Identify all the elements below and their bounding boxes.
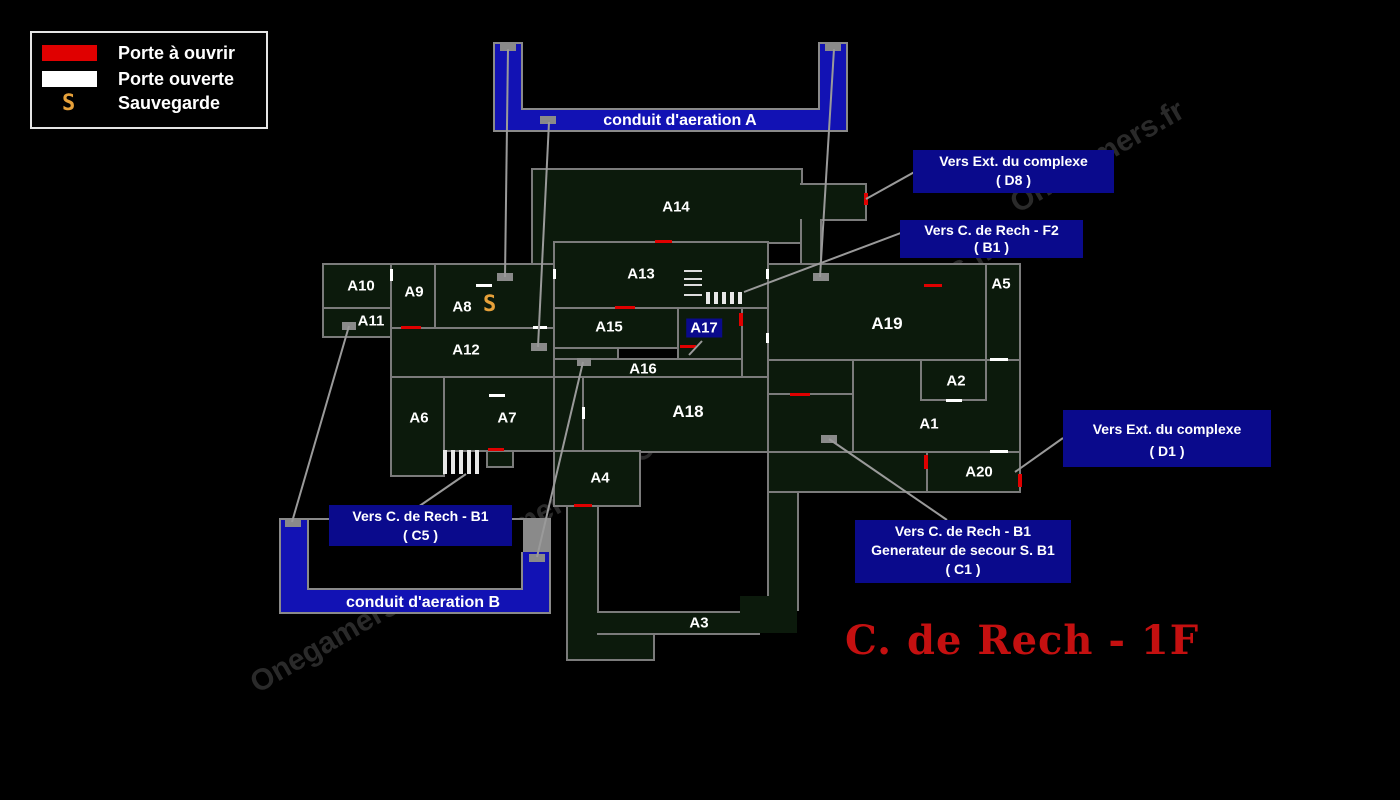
callout-line: ( D1 ) bbox=[1149, 443, 1185, 459]
locked-door[interactable] bbox=[790, 393, 810, 396]
callout-line: Vers C. de Rech - F2 bbox=[924, 222, 1059, 238]
room-label-a1: A1 bbox=[919, 415, 939, 433]
room-label-a9: A9 bbox=[404, 283, 424, 301]
room-label-a18: A18 bbox=[672, 402, 704, 421]
room-label-a13: A13 bbox=[627, 265, 655, 283]
room-label-a6: A6 bbox=[409, 409, 429, 427]
callout-line: ( B1 ) bbox=[974, 239, 1009, 255]
room-a2 bbox=[920, 359, 987, 401]
locked-door-swatch bbox=[42, 45, 97, 61]
vent-a-hatch bbox=[500, 43, 516, 51]
callout-line: Vers Ext. du complexe bbox=[939, 153, 1088, 169]
room-label-a2: A2 bbox=[946, 372, 966, 390]
legend-item-locked-door: Porte à ouvrir bbox=[40, 43, 260, 65]
room-a6 bbox=[390, 376, 445, 477]
room-label-a5: A5 bbox=[991, 275, 1011, 293]
locked-door[interactable] bbox=[739, 313, 743, 326]
open-door[interactable] bbox=[990, 358, 1008, 361]
locked-door[interactable] bbox=[924, 284, 942, 287]
open-door[interactable] bbox=[476, 284, 492, 287]
room-label-a15: A15 bbox=[595, 318, 623, 336]
vent-a-hatch bbox=[825, 43, 841, 51]
room-label-a19: A19 bbox=[871, 314, 903, 333]
room-label-a20: A20 bbox=[965, 463, 993, 481]
stairs-to-b1-c5[interactable] bbox=[441, 450, 481, 474]
room-label-a16: A16 bbox=[629, 360, 657, 378]
room-a5 bbox=[985, 263, 1021, 361]
open-door[interactable] bbox=[533, 326, 547, 329]
room-label-a12: A12 bbox=[452, 341, 480, 359]
room-a7-nook bbox=[486, 450, 514, 468]
legend-label: Porte à ouvrir bbox=[118, 43, 236, 63]
room-label-a7: A7 bbox=[497, 409, 517, 427]
room-a19-top bbox=[767, 263, 987, 287]
callout-line: ( C1 ) bbox=[945, 561, 981, 577]
locked-door[interactable] bbox=[1018, 474, 1022, 487]
save-icon[interactable]: S bbox=[483, 292, 497, 317]
room-label-a4: A4 bbox=[590, 469, 610, 487]
open-door[interactable] bbox=[553, 269, 556, 279]
open-door[interactable] bbox=[582, 407, 585, 419]
open-door[interactable] bbox=[766, 269, 769, 279]
room-label-a17: A17 bbox=[686, 318, 722, 338]
legend-item-save: S Sauvegarde bbox=[40, 91, 260, 116]
callout-exit-d8[interactable]: Vers Ext. du complexe ( D8 ) bbox=[913, 150, 1114, 193]
callout-line: Vers Ext. du complexe bbox=[1092, 421, 1242, 437]
room-label-a10: A10 bbox=[347, 277, 375, 295]
callout-f2-b1[interactable]: Vers C. de Rech - F2 ( B1 ) bbox=[900, 220, 1083, 258]
callout-line: Vers C. de Rech - B1 bbox=[352, 508, 489, 524]
locked-door[interactable] bbox=[488, 448, 504, 451]
map-legend: Porte à ouvrir Porte ouverte S Sauvegard… bbox=[30, 31, 268, 129]
room-a20 bbox=[926, 451, 1021, 493]
map-title: C. de Rech - 1F bbox=[845, 617, 1200, 664]
locked-door[interactable] bbox=[924, 455, 928, 469]
callout-b1-c5[interactable]: Vers C. de Rech - B1 ( C5 ) bbox=[329, 505, 512, 546]
vent-b-label: conduit d'aeration B bbox=[345, 594, 501, 611]
locked-door[interactable] bbox=[680, 345, 696, 348]
vent-b-hatch bbox=[285, 519, 301, 527]
open-door[interactable] bbox=[489, 394, 505, 397]
open-door[interactable] bbox=[766, 333, 769, 343]
locked-door[interactable] bbox=[401, 326, 421, 329]
locked-door[interactable] bbox=[655, 240, 672, 243]
legend-label: Porte ouverte bbox=[118, 69, 235, 89]
room-a14 bbox=[531, 168, 803, 244]
room-label-a14: A14 bbox=[662, 198, 690, 216]
vent-a-hatch bbox=[540, 116, 556, 124]
vent-b-hatch bbox=[529, 554, 545, 562]
stair-lines-a13 bbox=[684, 270, 702, 296]
vent-hatch[interactable] bbox=[577, 358, 591, 366]
callout-line: ( C5 ) bbox=[403, 527, 438, 543]
legend-label: Sauvegarde bbox=[118, 93, 221, 113]
save-icon: S bbox=[62, 91, 76, 116]
room-a18 bbox=[582, 376, 769, 453]
room-label-a11: A11 bbox=[357, 312, 385, 330]
vent-a-label: conduit d'aeration A bbox=[603, 112, 757, 129]
room-label-a8: A8 bbox=[452, 298, 472, 316]
legend-item-open-door: Porte ouverte bbox=[40, 69, 260, 91]
stairs-to-f2-b1[interactable] bbox=[705, 292, 747, 304]
callout-b1-c1[interactable]: Vers C. de Rech - B1 Generateur de secou… bbox=[855, 520, 1071, 583]
locked-door[interactable] bbox=[615, 306, 635, 309]
open-door-swatch bbox=[42, 71, 97, 87]
room-a9-top bbox=[434, 263, 555, 287]
callout-line: Vers C. de Rech - B1 bbox=[894, 523, 1032, 539]
room-a10 bbox=[322, 263, 394, 309]
callout-exit-d1[interactable]: Vers Ext. du complexe ( D1 ) bbox=[1063, 410, 1271, 467]
room-a11 bbox=[322, 307, 394, 338]
open-door[interactable] bbox=[946, 399, 962, 402]
room-a7 bbox=[443, 395, 555, 452]
room-label-a3: A3 bbox=[689, 614, 709, 632]
locked-door[interactable] bbox=[574, 504, 592, 507]
open-door[interactable] bbox=[990, 450, 1008, 453]
open-door[interactable] bbox=[390, 269, 393, 281]
callout-line: Generateur de secour S. B1 bbox=[871, 542, 1055, 558]
callout-line: ( D8 ) bbox=[996, 172, 1031, 188]
